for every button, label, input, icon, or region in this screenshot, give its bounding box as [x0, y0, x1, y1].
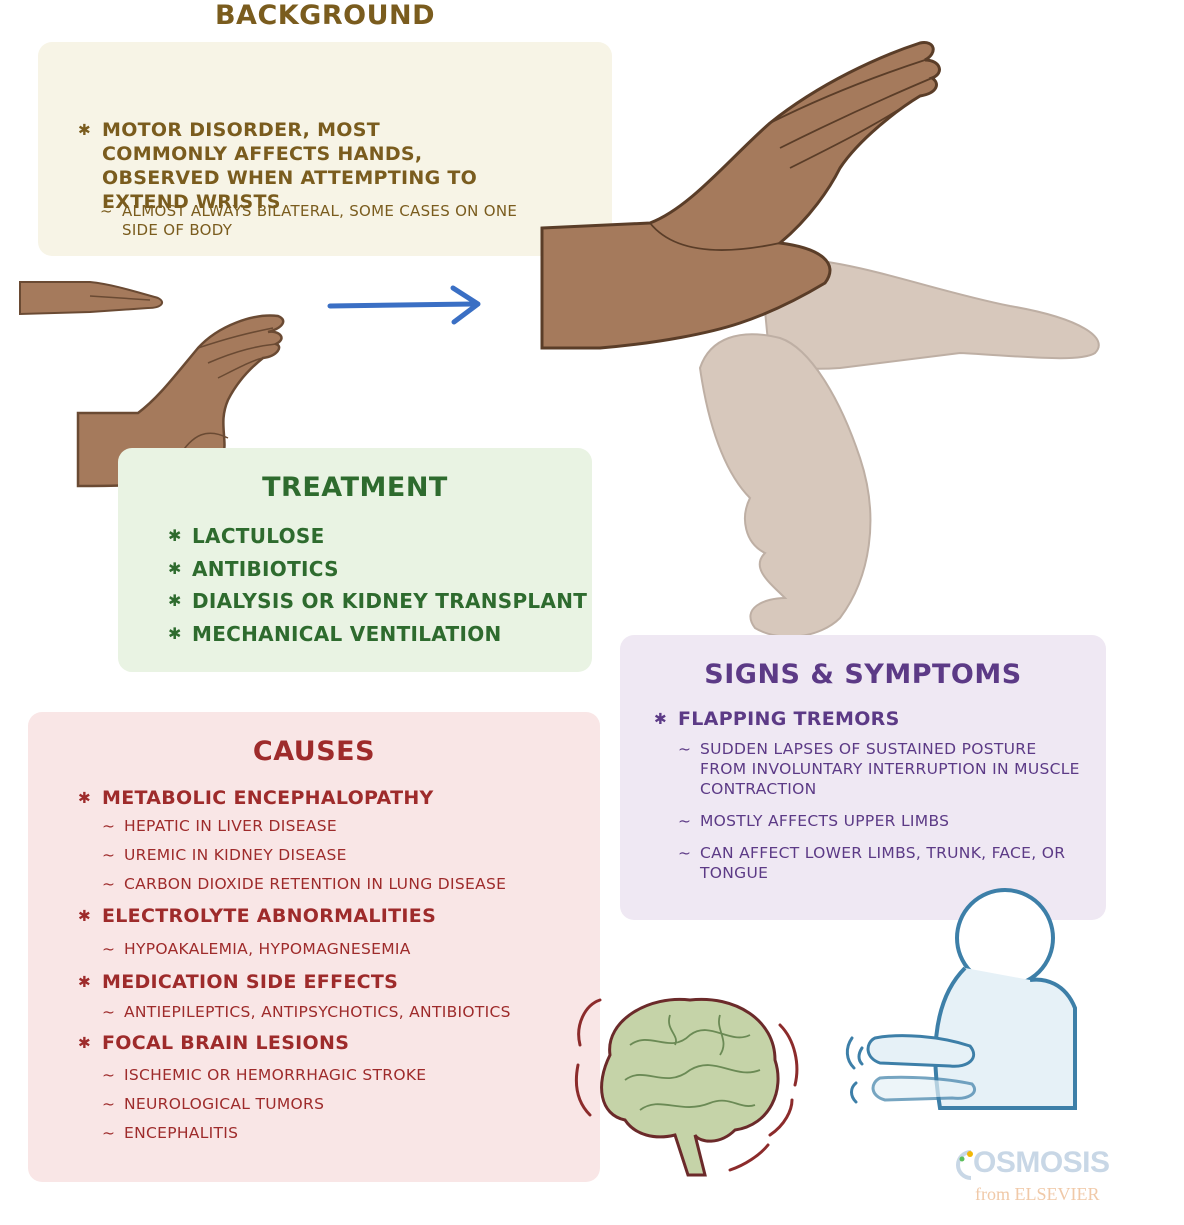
causes-sub: NEUROLOGICAL TUMORS [100, 1090, 588, 1119]
causes-group-title: METABOLIC ENCEPHALOPATHY [78, 784, 588, 812]
treatment-heading: TREATMENT [262, 472, 448, 503]
causes-sub: ENCEPHALITIS [100, 1119, 588, 1148]
signs-sub: SUDDEN LAPSES of SUSTAINED POSTURE from … [676, 739, 1086, 799]
treatment-item: LACTULOSE [168, 520, 588, 553]
causes-sub: HEPATIC in LIVER DISEASE [100, 812, 588, 841]
logo-tagline: from ELSEVIER [975, 1184, 1100, 1204]
signs-sub: MOSTLY AFFECTS UPPER LIMBS [676, 811, 1086, 831]
brain-icon [575, 997, 799, 1177]
signs-sub: CAN AFFECT LOWER LIMBS, TRUNK, FACE, or … [676, 843, 1086, 883]
causes-panel: CAUSES METABOLIC ENCEPHALOPATHY HEPATIC … [28, 712, 600, 1182]
causes-sub: HYPOAKALEMIA, HYPOMAGNESEMIA [100, 933, 588, 965]
person-tremor-icon [845, 888, 1077, 1110]
signs-panel: SIGNS & SYMPTOMS FLAPPING TREMORS SUDDEN… [620, 635, 1106, 920]
causes-group-title: MEDICATION SIDE EFFECTS [78, 965, 588, 999]
causes-group-title: ELECTROLYTE ABNORMALITIES [78, 899, 588, 933]
causes-heading: CAUSES [252, 736, 376, 767]
treatment-item: DIALYSIS or KIDNEY TRANSPLANT [168, 585, 588, 618]
causes-sub: ISCHEMIC or HEMORRHAGIC STROKE [100, 1061, 588, 1090]
causes-sub: UREMIC in KIDNEY DISEASE [100, 841, 588, 870]
causes-sub: ANTIEPILEPTICS, ANTIPSYCHOTICS, ANTIBIOT… [100, 999, 588, 1025]
treatment-panel: TREATMENT LACTULOSE ANTIBIOTICS DIALYSIS… [118, 448, 592, 672]
hand-flapping-icon [540, 41, 1100, 638]
signs-heading: SIGNS & SYMPTOMS [704, 659, 1022, 690]
causes-sub: CARBON DIOXIDE RETENTION in LUNG DISEASE [100, 870, 588, 899]
osmosis-logo-icon [956, 1150, 973, 1180]
background-point: MOTOR DISORDER, MOST COMMONLY AFFECTS HA… [78, 118, 498, 214]
background-heading: BACKGROUND [214, 0, 436, 31]
signs-point: FLAPPING TREMORS [654, 707, 1094, 731]
logo-brand: OSMOSIS [973, 1146, 1110, 1179]
background-panel: BACKGROUND MOTOR DISORDER, MOST COMMONLY… [38, 0, 612, 256]
treatment-item: ANTIBIOTICS [168, 553, 588, 586]
background-sub: ALMOST ALWAYS BILATERAL, SOME CASES on O… [98, 202, 558, 240]
hand-extended-icon [19, 281, 164, 316]
causes-group-title: FOCAL BRAIN LESIONS [78, 1025, 588, 1061]
arrow-right-icon [327, 285, 481, 325]
treatment-item: MECHANICAL VENTILATION [168, 618, 588, 651]
